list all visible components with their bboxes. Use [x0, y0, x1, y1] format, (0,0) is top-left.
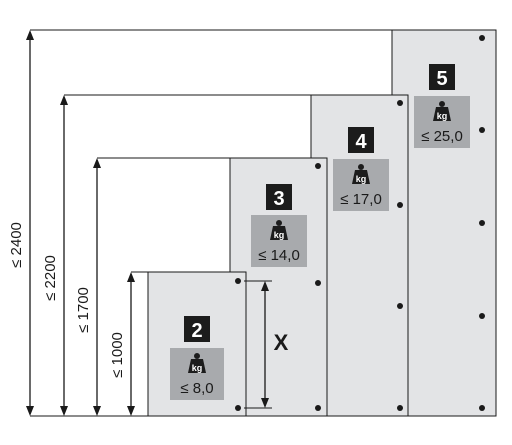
arrow-up-icon	[261, 281, 269, 291]
arrow-up-icon	[127, 272, 135, 282]
weight-icon	[352, 164, 370, 184]
gap-dimension	[244, 280, 272, 409]
dim-label-1700: ≤ 1700	[75, 287, 92, 333]
arrow-up-icon	[93, 158, 101, 168]
hole-dot	[235, 278, 241, 284]
dim-label-2400: ≤ 2400	[8, 222, 25, 268]
hole-dot	[479, 127, 485, 133]
panel-4-label-group: 4 kg ≤ 17,0	[333, 127, 389, 211]
arrow-down-icon	[26, 406, 34, 416]
arrow-down-icon	[261, 398, 269, 408]
hole-dot	[235, 405, 241, 411]
panel-2-number-badge	[184, 316, 210, 342]
arrow-down-icon	[127, 406, 135, 416]
panel-3-label-group: 3 kg ≤ 14,0	[251, 184, 307, 267]
dimension-lines	[26, 30, 135, 416]
mounting-holes	[235, 35, 485, 411]
panel-2-number: 2	[191, 320, 202, 342]
panel-4-capacity: ≤ 17,0	[340, 191, 382, 208]
hole-dot	[315, 280, 321, 286]
arrow-down-icon	[60, 406, 68, 416]
panel-5-unit: kg	[437, 111, 448, 121]
hole-dot	[397, 303, 403, 309]
panel-2-unit: kg	[192, 363, 203, 373]
dim-label-2200: ≤ 2200	[42, 255, 59, 301]
panel-4-number-badge	[348, 127, 374, 153]
panel-5	[391, 29, 497, 417]
arrow-up-icon	[26, 30, 34, 40]
weight-icon	[270, 220, 288, 240]
panel-3-number-badge	[266, 184, 292, 210]
panel-3-number: 3	[273, 188, 284, 210]
panel-4-number: 4	[355, 131, 367, 153]
hole-dot	[479, 35, 485, 41]
weight-icon	[433, 101, 451, 121]
hole-dot	[397, 100, 403, 106]
weight-icon	[188, 353, 206, 373]
panel-5-number-badge	[429, 64, 455, 90]
panel-2-label-group: 2 kg ≤ 8,0	[170, 316, 224, 400]
panels	[147, 29, 497, 417]
hole-dot	[397, 202, 403, 208]
panel-5-label-group: 5 kg ≤ 25,0	[414, 64, 470, 148]
panel-3-capacity: ≤ 14,0	[258, 247, 300, 264]
dim-label-1000: ≤ 1000	[109, 332, 126, 378]
hole-dot	[479, 313, 485, 319]
panel-5-capacity: ≤ 25,0	[421, 128, 463, 145]
panel-4-unit: kg	[356, 174, 367, 184]
panel-5-number: 5	[436, 68, 447, 90]
hole-dot	[397, 405, 403, 411]
hole-dot	[479, 405, 485, 411]
hole-dot	[479, 220, 485, 226]
arrow-up-icon	[60, 95, 68, 105]
hole-dot	[315, 163, 321, 169]
gap-label: X	[274, 330, 289, 355]
panel-2-capacity: ≤ 8,0	[180, 380, 213, 397]
arrow-down-icon	[93, 406, 101, 416]
hole-dot	[315, 405, 321, 411]
panel-3-unit: kg	[274, 230, 285, 240]
